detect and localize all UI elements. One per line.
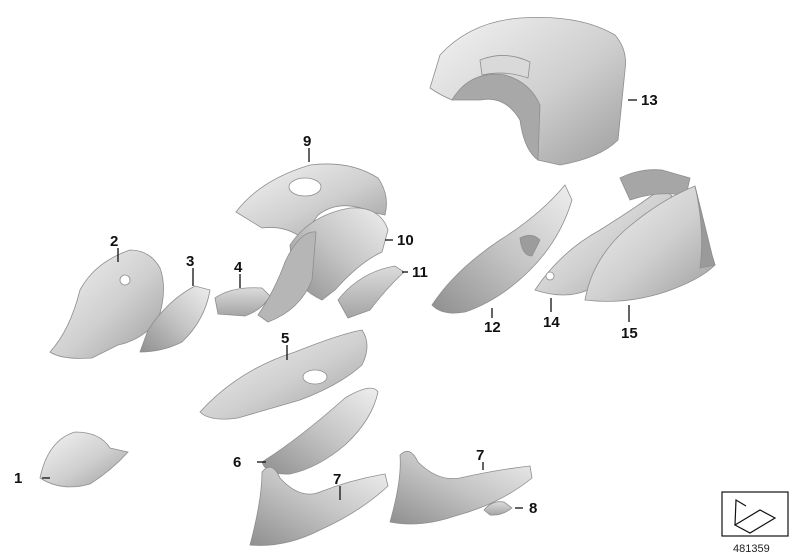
callout-15: 15 [621, 325, 638, 342]
part-10-tank-cover [257, 207, 389, 323]
callout-14: 14 [543, 314, 560, 331]
part-7-lower-cover-right [389, 450, 533, 525]
callout-6: 6 [233, 454, 241, 471]
part-1-front-cover [39, 431, 129, 488]
arrow-icon [733, 498, 777, 534]
part-8-clip [483, 501, 513, 516]
callout-13: 13 [641, 92, 658, 109]
leader-lines [42, 99, 637, 509]
reference-box [721, 491, 789, 537]
callout-5: 5 [281, 330, 289, 347]
callout-9: 9 [303, 133, 311, 150]
part-5-lower-side-panel [199, 329, 368, 420]
callout-3: 3 [186, 253, 194, 270]
part-3-side-trim [139, 285, 211, 353]
part-14-rear-trim [534, 169, 691, 296]
callout-1: 1 [14, 470, 22, 487]
callout-8: 8 [529, 500, 537, 517]
part-6-lower-trim [261, 387, 379, 475]
callout-2: 2 [110, 233, 118, 250]
part-15-right-panel [584, 185, 716, 302]
callout-7-right: 7 [476, 447, 484, 464]
part-7-lower-cover-left [249, 466, 389, 546]
part-12-center-panel [431, 184, 573, 314]
callout-12: 12 [484, 319, 501, 336]
part-4-cover-plate [214, 287, 271, 317]
callout-10: 10 [397, 232, 414, 249]
callout-4: 4 [234, 259, 243, 276]
reference-number: 481359 [733, 543, 770, 555]
callout-7-left: 7 [333, 471, 341, 488]
callout-11: 11 [412, 264, 428, 281]
part-13-top-case [429, 17, 626, 166]
